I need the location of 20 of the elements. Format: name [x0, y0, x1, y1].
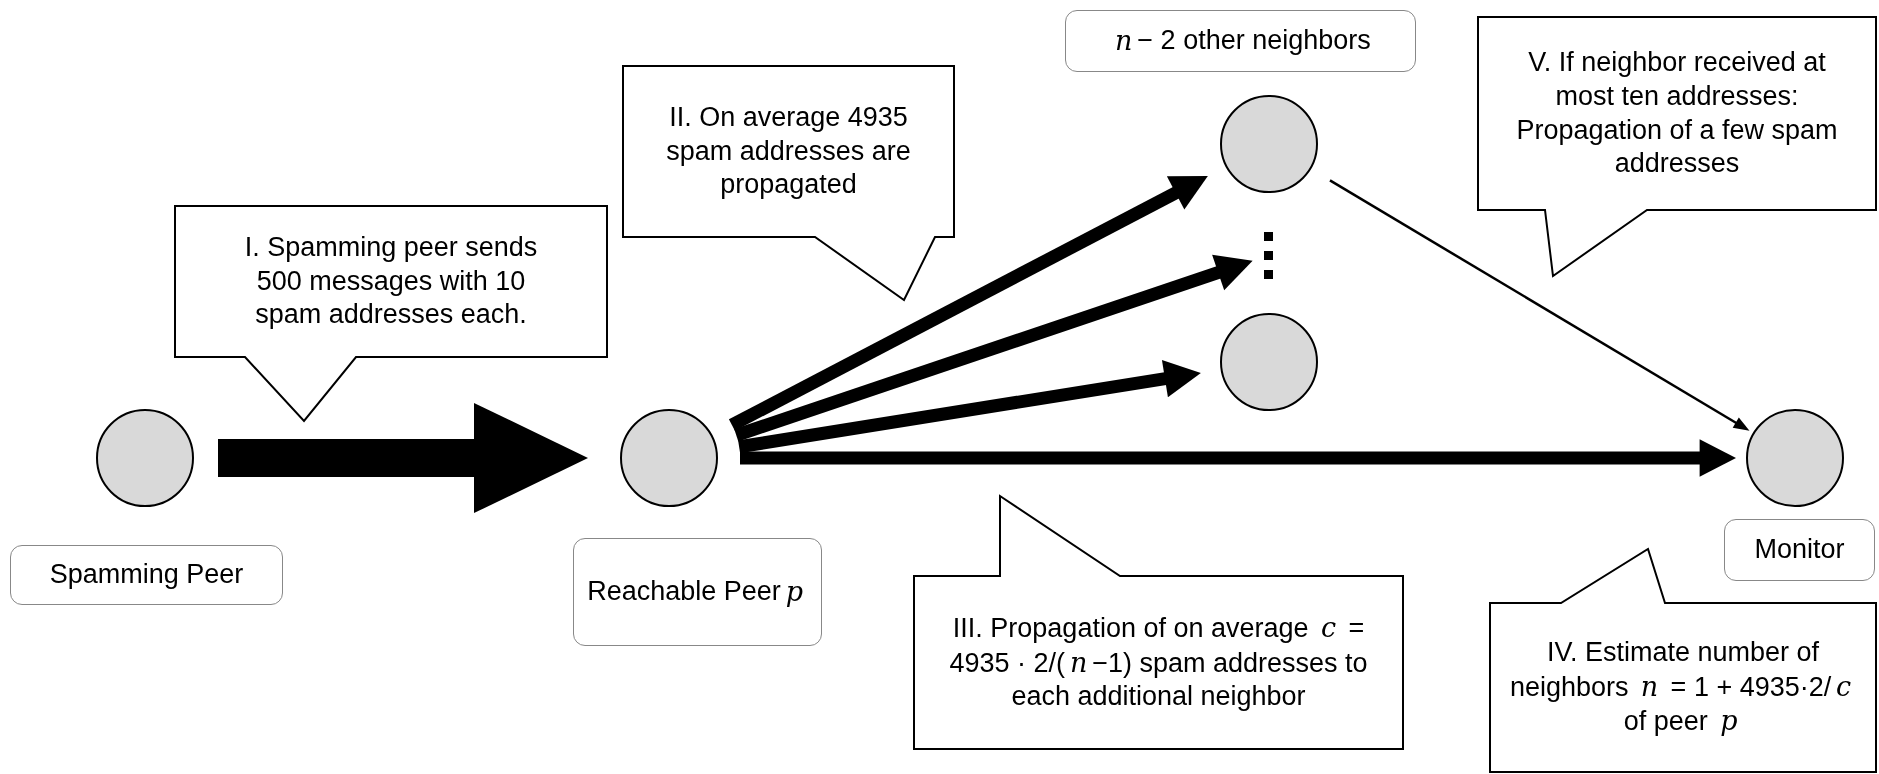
callout-text: I. Spamming peer sends 500 messages with 10 spam addresses each. — [243, 230, 539, 332]
speech-bubble — [623, 66, 954, 300]
callout-text: IV. Estimate number of neighbors n = 1 + 4935·2/c of peer p — [1508, 635, 1853, 739]
callout-text: II. On average 4935 spam addresses are propagated — [665, 100, 912, 202]
arrow — [1329, 179, 1750, 431]
speech-bubble — [1478, 17, 1876, 276]
speech-bubble — [175, 206, 607, 421]
arrow — [738, 360, 1201, 454]
arrow — [740, 439, 1736, 477]
arrow — [728, 176, 1208, 431]
arrow — [734, 254, 1253, 442]
node-label: Monitor — [1724, 519, 1875, 581]
arrow — [218, 402, 588, 514]
node-label: Spamming Peer — [10, 545, 283, 605]
node-label: Reachable Peer p — [573, 538, 822, 646]
speech-bubble — [914, 496, 1403, 749]
ellipsis-icon — [1264, 232, 1273, 279]
node-label: n − 2 other neighbors — [1065, 10, 1416, 72]
callout-text: V. If neighbor received at most ten addresses: Propagation of a few spam addresses — [1515, 46, 1839, 181]
callout-text: III. Propagation of on average c = 4935 · 2/(n−1) spam addresses to each additional neighbor — [948, 610, 1369, 714]
